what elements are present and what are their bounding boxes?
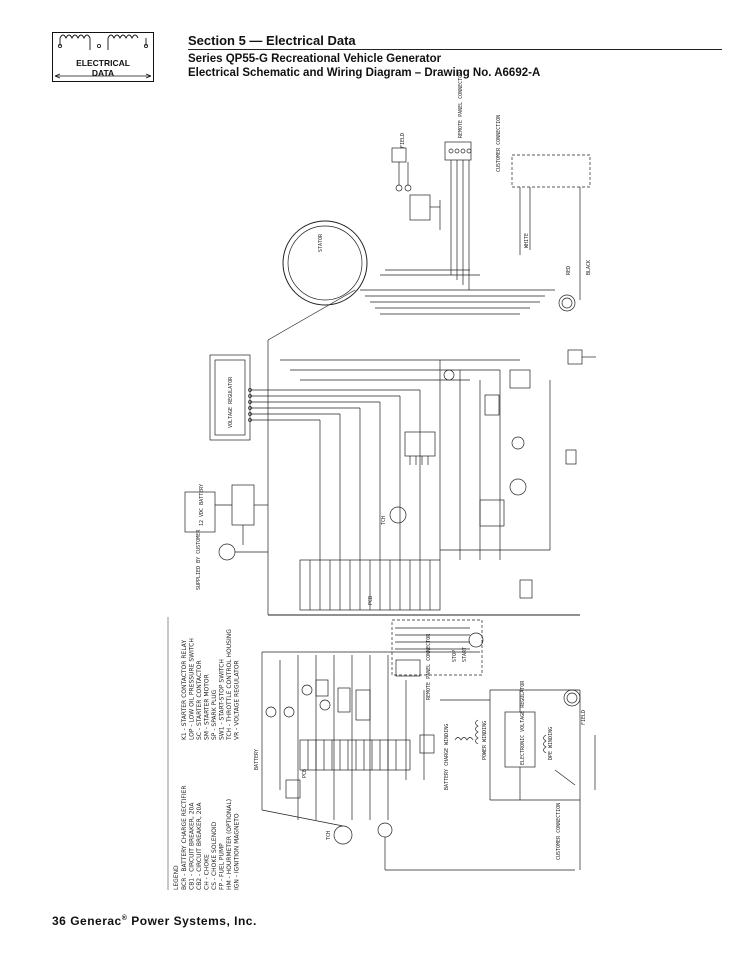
legend-item: CH - CHOKE	[204, 854, 211, 890]
label-sch-battery: BATTERY	[254, 749, 260, 770]
page-number: 36	[52, 914, 67, 928]
electrical-data-logo	[52, 32, 154, 82]
label-stator: STATOR	[318, 233, 324, 252]
schematic-labels: REMOTE PANEL CONNECTOR BATTERY CHARGE WI…	[254, 633, 587, 860]
legend-item: SC - STARTER CONTACTOR	[196, 660, 203, 740]
label-sch-battery-charge-winding: BATTERY CHARGE WINDING	[444, 724, 450, 790]
section-title: Section 5 — Electrical Data	[188, 33, 356, 48]
legend-item: SM - STARTER MOTOR	[204, 674, 211, 740]
stator-symbol	[282, 220, 368, 306]
label-sch-remote-panel: REMOTE PANEL CONNECTOR	[426, 633, 432, 700]
label-voltage-regulator: VOLTAGE REGULATOR	[228, 376, 234, 428]
header-rule	[188, 49, 722, 50]
legend-item: TCH - THROTTLE CONTROL HOUSING	[226, 629, 233, 741]
company-suffix: Power Systems, Inc.	[127, 914, 257, 928]
label-tch: TCH	[381, 516, 387, 525]
label-battery: 12 VDC BATTERY	[199, 484, 205, 526]
customer-connection-box	[511, 154, 591, 188]
logo-label: ELECTRICAL DATA	[52, 58, 154, 78]
label-sch-customer-connection: CUSTOMER CONNECTION	[556, 803, 562, 860]
subtitle-series: Series QP55-G Recreational Vehicle Gener…	[188, 53, 442, 65]
label-sch-dpe-winding: DPE WINDING	[548, 727, 554, 760]
legend-item: SP - SPARK PLUG	[211, 689, 218, 740]
wiring-diagram	[184, 141, 596, 616]
schematic-remote-panel	[391, 619, 483, 676]
label-sch-pcb: PCB	[302, 769, 308, 778]
label-sch-stop: STOP	[452, 650, 458, 662]
page-footer: 36 Generac® Power Systems, Inc.	[52, 914, 257, 928]
label-supplied-by-customer: SUPPLIED BY CUSTOMER	[196, 529, 202, 590]
legend-item: FP - FUEL PUMP	[219, 843, 226, 890]
label-sch-field: FIELD	[581, 710, 587, 725]
label-sch-start: START	[462, 647, 468, 662]
starter-motor	[218, 543, 236, 561]
legend-item: SW1 - START-STOP SWITCH	[219, 659, 226, 740]
label-customer-connection: CUSTOMER CONNECTION	[496, 115, 502, 172]
label-sch-evr: ELECTRONIC VOLTAGE REGULATOR	[520, 680, 526, 765]
label-sch-power-winding: POWER WINDING	[482, 721, 488, 760]
field-symbol	[391, 147, 407, 163]
starter-contactor	[231, 484, 255, 526]
legend-item: HM - HOURMETER (OPTIONAL)	[226, 799, 233, 890]
legend-title: LEGEND	[173, 865, 180, 890]
legend-item: LOP - LOW OIL PRESSURE SWITCH	[189, 638, 196, 740]
legend-item: K1 - STARTER CONTACTOR RELAY	[181, 640, 188, 740]
battery-symbol	[184, 491, 216, 533]
tch-symbol	[389, 506, 407, 524]
relay-k1	[404, 431, 436, 457]
legend-item: CB2 - CIRCUIT BREAKER, 20A	[196, 802, 203, 890]
legend-item: BCR - BATTERY CHARGE RECTIFIER	[181, 785, 188, 890]
legend-item: IGN - IGNITION MAGNETO	[234, 813, 241, 890]
label-white: WHITE	[524, 233, 530, 248]
legend-item: CB1 - CIRCUIT BREAKER, 20A	[189, 802, 196, 890]
schematic-pcb	[299, 739, 411, 771]
logo-label-line2: DATA	[91, 68, 115, 78]
schematic-diagram	[261, 619, 596, 871]
schematic-tch	[333, 825, 353, 845]
subtitle-drawing: Electrical Schematic and Wiring Diagram …	[188, 67, 541, 79]
registered-mark: ®	[121, 915, 128, 922]
wiring-diagram-labels: STATOR FIELD REMOTE PANEL CONNECTOR CUST…	[196, 71, 592, 605]
logo-label-line1: ELECTRICAL	[76, 58, 130, 68]
legend-item: VR - VOLTAGE REGULATOR	[234, 660, 241, 740]
label-black: BLACK	[586, 260, 592, 275]
label-sch-tch: TCH	[326, 831, 332, 840]
company-name: Generac	[70, 914, 122, 928]
label-field: FIELD	[400, 133, 406, 148]
label-remote-panel: REMOTE PANEL CONNECTOR	[458, 71, 464, 138]
label-pcb: PCB	[368, 596, 374, 605]
legend-item: CS - CHOKE SOLENOID	[211, 821, 218, 890]
label-red: RED	[566, 266, 572, 275]
